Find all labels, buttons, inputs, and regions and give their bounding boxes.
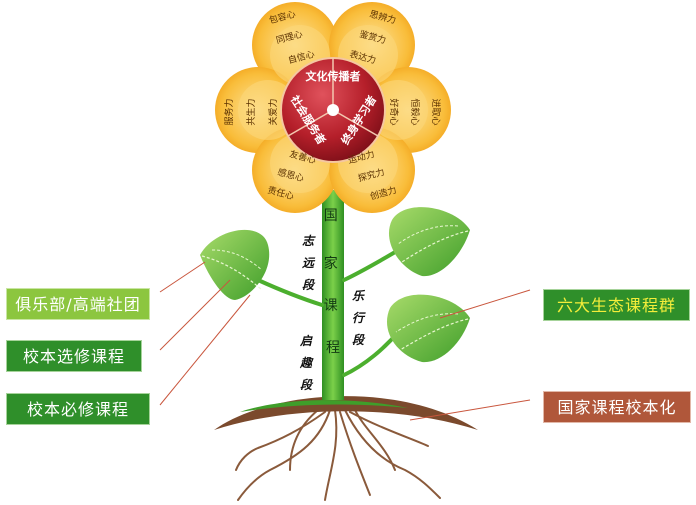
grass-strip — [240, 400, 408, 412]
national-box: 国家课程校本化 — [543, 391, 691, 423]
leaf-left — [200, 229, 270, 300]
ecology-box: 六大生态课程群 — [543, 289, 690, 321]
club-box: 俱乐部/高端社团 — [6, 288, 150, 320]
svg-text:好奇心: 好奇心 — [388, 98, 400, 125]
svg-text:进取心: 进取心 — [430, 98, 441, 125]
stem — [322, 190, 344, 400]
stem-label: 国 家 课 程 — [324, 208, 342, 356]
svg-text:文化传播者: 文化传播者 — [306, 69, 361, 83]
svg-text:恒毅心: 恒毅心 — [409, 98, 421, 125]
svg-text:共生力: 共生力 — [245, 98, 257, 125]
stage-left-lower: 启趣段 — [299, 334, 314, 392]
stage-left-upper: 志远段 — [302, 234, 316, 292]
roots — [235, 409, 441, 501]
connector-lines — [159, 261, 531, 421]
leaf-right-lower — [386, 294, 470, 363]
svg-text:服务力: 服务力 — [223, 98, 235, 125]
required-box: 校本必修课程 — [6, 393, 150, 425]
stage-right: 乐行段 — [352, 289, 366, 347]
svg-text:关爱力: 关爱力 — [267, 98, 279, 125]
elective-box: 校本选修课程 — [6, 340, 142, 372]
flower — [215, 2, 451, 213]
leaf-right-upper — [388, 207, 470, 277]
